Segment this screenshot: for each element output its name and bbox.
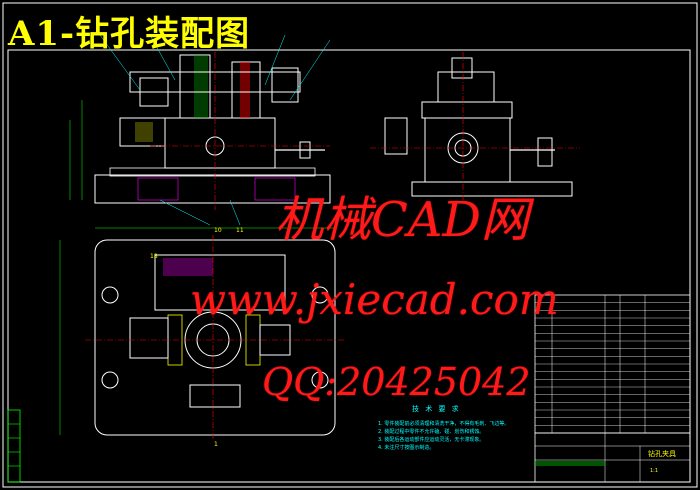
callout-10: 10 bbox=[214, 227, 222, 234]
technical-requirements-list: 1. 零件装配前必须清理和清洗干净，不得有毛刺、飞边等。 2. 装配过程中零件不… bbox=[378, 420, 509, 452]
left-side-strip bbox=[7, 409, 21, 483]
front-view bbox=[69, 34, 331, 226]
technical-requirement-item: 3. 装配后各运动部件应运动灵活，无卡滞现象。 bbox=[378, 437, 485, 443]
sheet-inner-border bbox=[7, 49, 691, 483]
title-block-part-name: 钻孔夹具 bbox=[648, 450, 676, 458]
title-block-scale: 1:1 bbox=[650, 468, 659, 474]
side-view bbox=[370, 52, 580, 200]
callout-18: 18 bbox=[150, 253, 158, 260]
watermark-url: www.jxiecad.com bbox=[190, 275, 559, 324]
callout-11: 11 bbox=[236, 227, 244, 234]
parts-list-rows bbox=[535, 302, 690, 426]
drawing-title: A1-钻孔装配图 bbox=[8, 14, 251, 54]
technical-requirement-item: 2. 装配过程中零件不允许磕、碰、划伤和锈蚀。 bbox=[378, 429, 485, 435]
watermark-brand: 机械CAD网 bbox=[275, 192, 529, 248]
top-view bbox=[59, 227, 345, 440]
technical-requirement-item: 1. 零件装配前必须清理和清洗干净，不得有毛刺、飞边等。 bbox=[378, 421, 510, 427]
title-block bbox=[534, 432, 691, 483]
technical-requirement-item: 4. 未注尺寸按图示制造。 bbox=[378, 445, 435, 451]
callout-1: 1 bbox=[214, 441, 218, 448]
technical-requirements-heading: 技 术 要 求 bbox=[412, 405, 461, 413]
watermark-qq: QQ:20425042 bbox=[262, 360, 531, 404]
